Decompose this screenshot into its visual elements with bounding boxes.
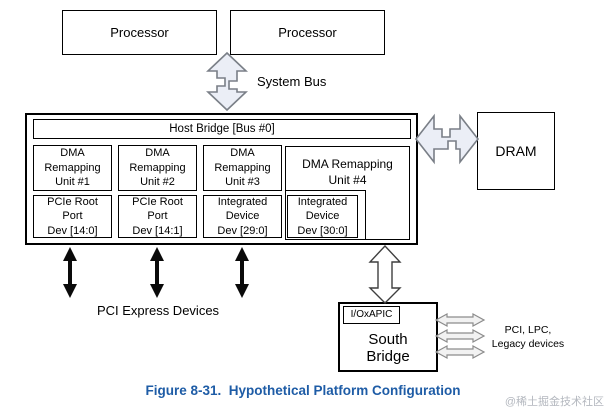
processor-box-2: Processor [230, 10, 385, 55]
southbridge-arrow [368, 244, 402, 304]
host-bridge-box: Host Bridge [Bus #0] [33, 119, 411, 139]
pcie-root-port-2-box: PCIe Root Port Dev [14:1] [118, 195, 197, 238]
dma-unit-1-line2: Remapping [44, 161, 101, 174]
dma-unit-4-line1: DMA Remapping [302, 157, 393, 171]
pcie-root-port-2-line1: PCIe Root [132, 195, 183, 208]
pci-express-devices-label: PCI Express Devices [96, 303, 220, 318]
legacy-arrow-2 [434, 328, 486, 344]
dma-unit-2-line2: Remapping [129, 161, 186, 174]
dma-unit-2-box: DMA Remapping Unit #2 [118, 145, 197, 191]
system-bus-arrow [205, 51, 249, 112]
pcie-root-port-1-line1: PCIe Root [47, 195, 98, 208]
integrated-device-30-line3: Dev [30:0] [297, 224, 348, 237]
integrated-device-30-line1: Integrated [297, 195, 348, 208]
pcie-arrow-3 [235, 247, 249, 298]
dma-unit-1-box: DMA Remapping Unit #1 [33, 145, 112, 191]
south-bridge-line1: South [368, 331, 408, 348]
dma-unit-3-line2: Remapping [214, 161, 271, 174]
dma-unit-4-divider-vertical [365, 190, 366, 240]
dram-label: DRAM [495, 143, 537, 159]
integrated-device-29-line2: Device [225, 210, 260, 223]
pcie-root-port-1-box: PCIe Root Port Dev [14:0] [33, 195, 112, 238]
dma-unit-3-line1: DMA [230, 147, 255, 160]
ioxapic-box: I/OxAPIC [343, 306, 400, 324]
integrated-device-29-line1: Integrated [217, 195, 268, 208]
dma-unit-3-line3: Unit #3 [225, 176, 260, 189]
legacy-devices-line2: Legacy devices [491, 338, 565, 350]
integrated-device-30-line2: Device [305, 210, 340, 223]
processor-label-2: Processor [278, 24, 337, 40]
legacy-devices-line1: PCI, LPC, [504, 324, 552, 336]
dram-arrow [414, 113, 480, 165]
legacy-devices-label: PCI, LPC, Legacy devices [483, 323, 573, 351]
dma-unit-4-divider-horizontal [285, 190, 366, 191]
watermark: @稀土掘金技术社区 [504, 396, 604, 408]
dma-unit-3-box: DMA Remapping Unit #3 [203, 145, 282, 191]
dma-unit-1-line3: Unit #1 [55, 176, 90, 189]
legacy-arrow-3 [434, 344, 486, 360]
integrated-device-30-box: Integrated Device Dev [30:0] [287, 195, 358, 238]
south-bridge-line2: Bridge [366, 348, 410, 365]
processor-box-1: Processor [62, 10, 217, 55]
processor-label-1: Processor [110, 24, 169, 40]
dma-unit-2-line3: Unit #2 [140, 176, 175, 189]
dram-box: DRAM [477, 112, 555, 190]
legacy-arrow-1 [434, 312, 486, 328]
ioxapic-label: I/OxAPIC [350, 309, 393, 320]
pcie-arrow-1 [63, 247, 77, 298]
host-bridge-label: Host Bridge [Bus #0] [169, 123, 275, 135]
dma-unit-4-line2: Unit #4 [328, 173, 367, 187]
pcie-root-port-2-line3: Dev [14:1] [132, 224, 183, 237]
pcie-arrow-2 [150, 247, 164, 298]
pcie-root-port-1-line3: Dev [14:0] [47, 224, 98, 237]
host-bridge-container-box [25, 113, 418, 245]
system-bus-label: System Bus [257, 74, 327, 89]
integrated-device-29-box: Integrated Device Dev [29:0] [203, 195, 282, 238]
dma-unit-2-line1: DMA [145, 147, 170, 160]
pcie-root-port-1-line2: Port [62, 210, 83, 223]
integrated-device-29-line3: Dev [29:0] [217, 224, 268, 237]
figure-caption: Figure 8-31. Hypothetical Platform Confi… [145, 383, 461, 398]
dma-unit-1-line1: DMA [60, 147, 85, 160]
pcie-root-port-2-line2: Port [147, 210, 168, 223]
